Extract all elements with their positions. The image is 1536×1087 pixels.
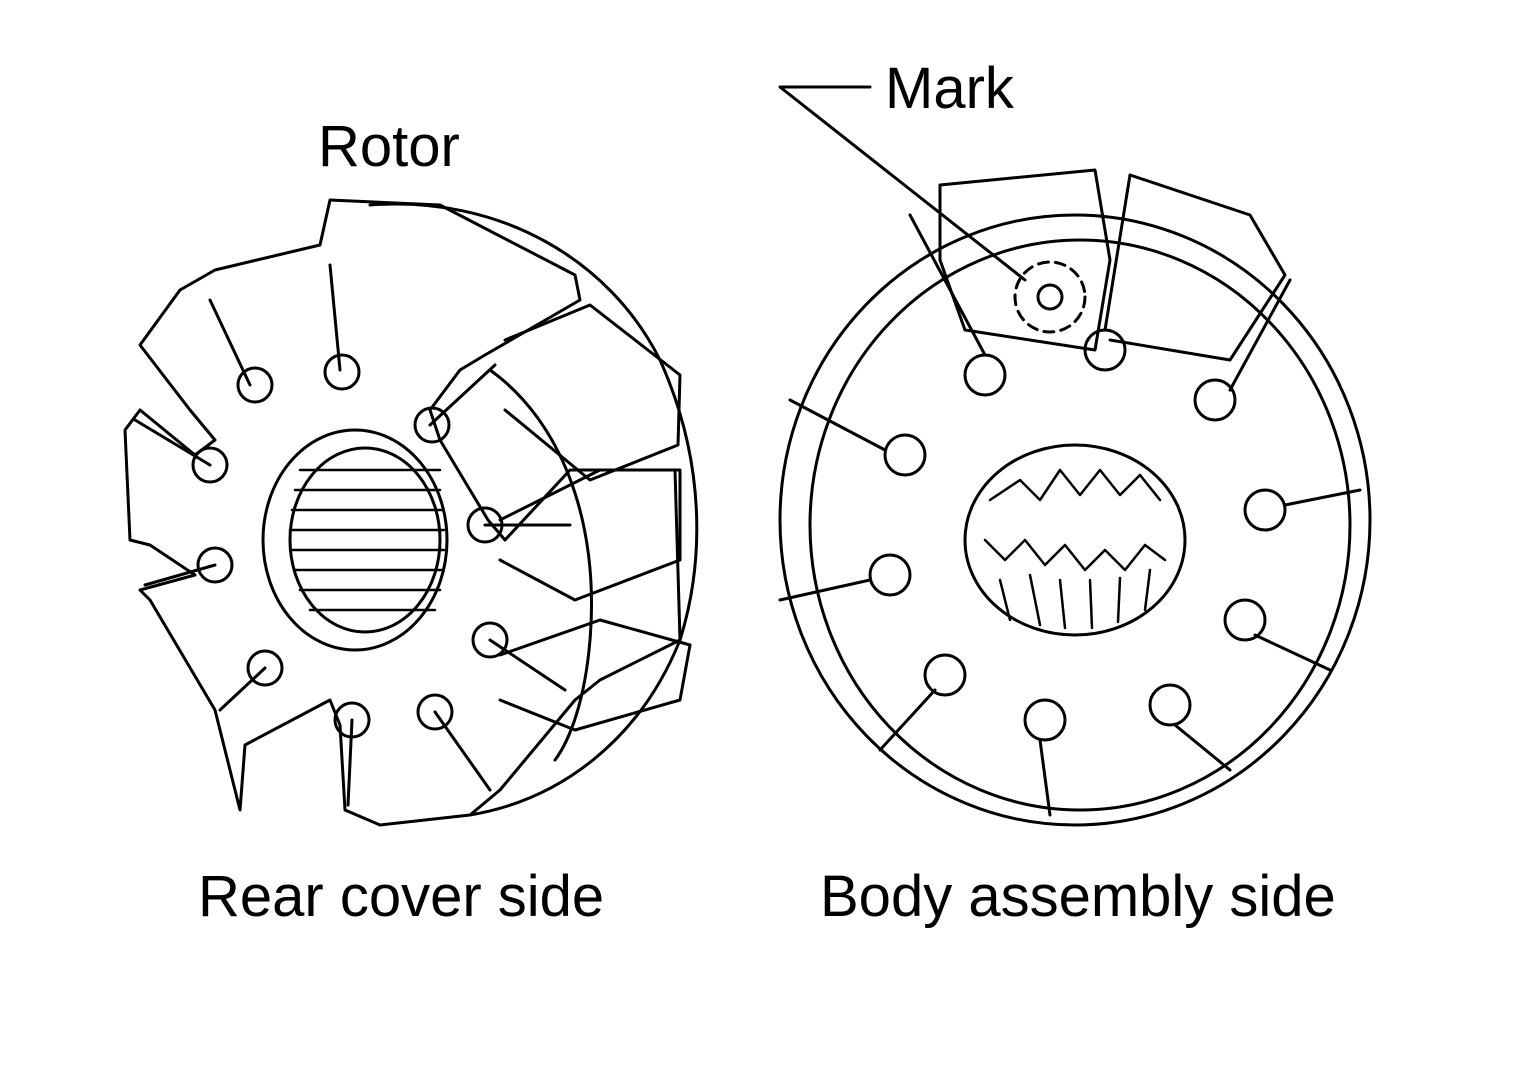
rear-slot-7-end (471, 621, 509, 659)
body-slot-1 (908, 213, 987, 357)
rear-slot-3 (428, 363, 497, 427)
body-slot-5 (1283, 488, 1362, 507)
body-spline (983, 468, 1167, 630)
rear-slot-3-end (413, 406, 451, 444)
rear-slot-6 (143, 563, 217, 587)
body-assembly-side-label: Body assembly side (820, 864, 1336, 929)
mark-dot (1036, 283, 1064, 311)
rear-tooth-mid (498, 468, 682, 602)
body-tooth-top (938, 168, 1112, 352)
rear-slot-10-end (416, 693, 454, 731)
rear-slot-10 (433, 710, 492, 792)
rear-slot-2-end (323, 353, 361, 391)
rear-slot-1-end (236, 366, 274, 404)
rear-slot-4 (133, 418, 212, 467)
rear-bore (261, 428, 449, 652)
rear-rotor-face (123, 198, 682, 827)
rear-slot-8 (218, 666, 267, 712)
body-tooth-top-right (1108, 173, 1287, 362)
body-slot-1-end (963, 353, 1007, 397)
body-slot-5-end (1243, 488, 1287, 532)
rear-tooth-upper (503, 303, 682, 482)
mark-label: Mark (885, 56, 1014, 121)
rear-slot-4-end (191, 446, 229, 484)
rear-slot-8-end (246, 649, 284, 687)
rear-rotor-rim (368, 202, 699, 817)
body-slot-9-end (1023, 698, 1067, 742)
body-slot-2 (1103, 173, 1132, 332)
rear-slot-9-end (333, 701, 371, 739)
rear-slot-5-end (466, 506, 504, 544)
body-slot-8 (878, 688, 937, 752)
body-slot-10-end (1148, 683, 1192, 727)
body-slot-7 (1253, 633, 1332, 672)
body-rotor-inner-rim (808, 238, 1352, 812)
rear-slot-2 (328, 263, 342, 372)
mark-circle (1013, 260, 1087, 334)
rear-bore-inner (288, 446, 442, 634)
body-slot-7-end (1223, 598, 1267, 642)
rear-spline (288, 468, 446, 612)
body-slot-3-end (1193, 378, 1237, 422)
body-slot-4-end (883, 433, 927, 477)
rear-slot-9 (346, 718, 354, 807)
rotor-label: Rotor (318, 114, 460, 179)
body-slot-10 (1173, 723, 1232, 772)
rear-slot-6-end (196, 546, 234, 584)
body-slot-8-end (923, 653, 967, 697)
rear-cover-rotor (123, 198, 699, 827)
mark-leader-line (778, 85, 1027, 282)
rear-cover-side-label: Rear cover side (198, 864, 605, 929)
body-assembly-rotor (778, 168, 1372, 827)
body-slot-4 (788, 398, 887, 452)
body-rotor-outer (778, 213, 1372, 827)
rear-tooth-lower (498, 618, 692, 732)
body-bore (963, 443, 1187, 637)
body-slot-6-end (868, 553, 912, 597)
rear-slot-7 (488, 638, 567, 692)
body-slot-6 (778, 578, 872, 602)
body-slot-3 (1228, 278, 1292, 392)
body-slot-9 (1038, 738, 1052, 817)
